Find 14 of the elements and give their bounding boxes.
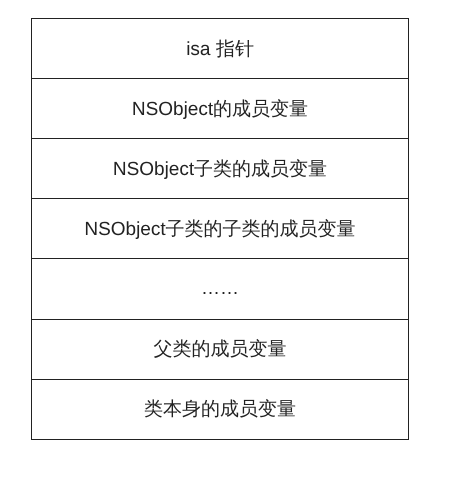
memory-row-box — [31, 378, 409, 440]
memory-row-box — [31, 198, 409, 260]
memory-row-box — [31, 138, 409, 200]
memory-row-box — [31, 18, 409, 80]
row-label: NSObject的成员变量 — [132, 98, 308, 122]
row-label: NSObject子类的子类的成员变量 — [84, 218, 356, 242]
row-label: 父类的成员变量 — [154, 338, 286, 362]
row-label: …… — [201, 278, 239, 300]
memory-row-box — [31, 78, 409, 140]
memory-row-box — [31, 318, 409, 380]
row-label: 类本身的成员变量 — [144, 398, 296, 422]
row-label: isa 指针 — [186, 38, 254, 62]
memory-row-box — [31, 258, 409, 320]
row-label: NSObject子类的成员变量 — [112, 158, 328, 182]
